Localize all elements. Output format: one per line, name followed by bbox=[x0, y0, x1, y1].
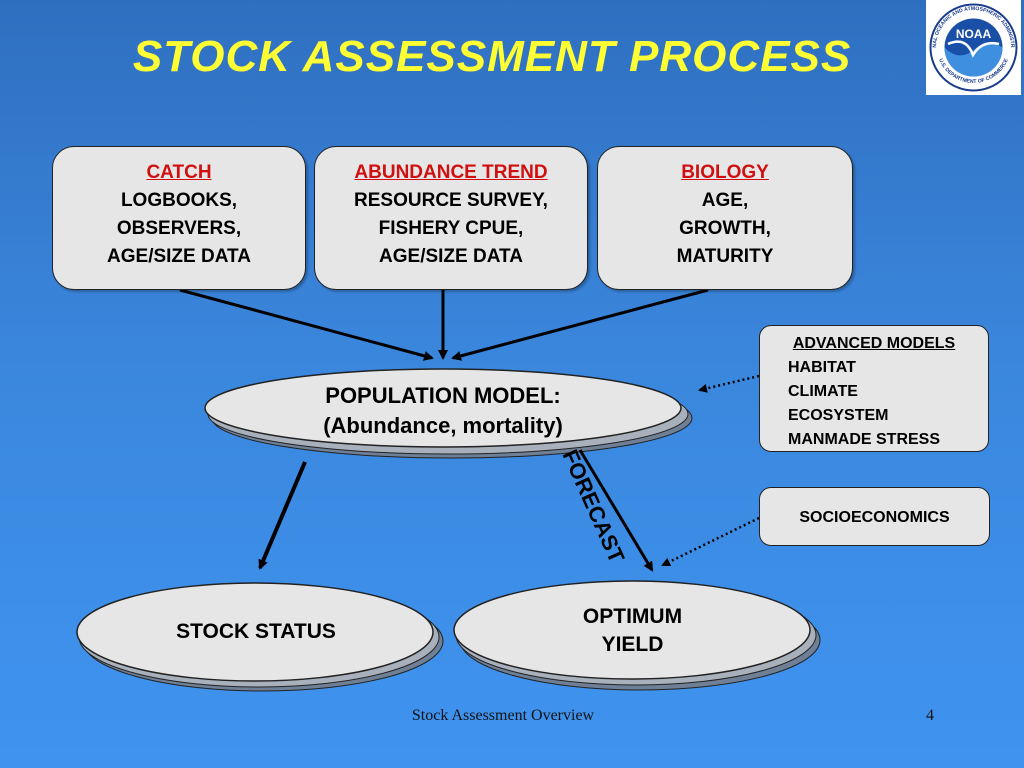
arrow-model-to-status bbox=[258, 461, 307, 570]
stock-status-ellipse bbox=[76, 582, 444, 692]
biology-line: GROWTH, bbox=[679, 218, 771, 239]
arrow-biology-to-model bbox=[451, 288, 709, 361]
page-number: 4 bbox=[926, 707, 934, 724]
abundance-line: RESOURCE SURVEY, bbox=[354, 190, 548, 211]
stock-status-label: STOCK STATUS bbox=[176, 620, 336, 643]
footer-text: Stock Assessment Overview bbox=[411, 707, 595, 724]
advanced-model-item: MANMADE STRESS bbox=[788, 431, 941, 448]
abundance-line: FISHERY CPUE, bbox=[378, 218, 524, 239]
advanced-models-heading: ADVANCED MODELS bbox=[792, 335, 956, 352]
arrow-forecast bbox=[578, 449, 654, 572]
population-model-label: POPULATION MODEL: (Abundance, mortality) bbox=[205, 381, 681, 441]
biology-line: AGE, bbox=[701, 190, 749, 211]
abundance-trend-box: ABUNDANCE TREND RESOURCE SURVEY, FISHERY… bbox=[314, 146, 588, 290]
slide-title: STOCK ASSESSMENT PROCESS bbox=[132, 32, 852, 81]
population-model-ellipse bbox=[204, 368, 693, 459]
forecast-label-container: FORECAST bbox=[550, 446, 650, 586]
dotted-arrow-socio bbox=[661, 516, 760, 567]
optimum-yield-line: YIELD bbox=[601, 633, 664, 656]
biology-heading: BIOLOGY bbox=[681, 162, 769, 183]
abundance-line: AGE/SIZE DATA bbox=[379, 246, 523, 267]
advanced-models-box: ADVANCED MODELS HABITAT CLIMATE ECOSYSTE… bbox=[759, 325, 989, 452]
catch-heading: CATCH bbox=[146, 162, 212, 183]
biology-box: BIOLOGY AGE, GROWTH, MATURITY bbox=[597, 146, 853, 290]
population-model-subtitle: (Abundance, mortality) bbox=[323, 413, 563, 438]
catch-box: CATCH LOGBOOKS, OBSERVERS, AGE/SIZE DATA bbox=[52, 146, 306, 290]
population-model-title: POPULATION MODEL: bbox=[325, 383, 561, 408]
advanced-model-item: CLIMATE bbox=[788, 383, 858, 400]
socioeconomics-box: SOCIOECONOMICS bbox=[759, 487, 990, 546]
optimum-yield-line: OPTIMUM bbox=[582, 605, 683, 628]
optimum-yield-label: OPTIMUM YIELD bbox=[455, 603, 810, 659]
catch-line: OBSERVERS, bbox=[116, 218, 242, 239]
noaa-logo-text: NOAA bbox=[956, 27, 992, 41]
abundance-heading: ABUNDANCE TREND bbox=[354, 162, 548, 183]
forecast-label: FORECAST bbox=[557, 446, 629, 567]
catch-line: LOGBOOKS, bbox=[120, 190, 238, 211]
catch-line: AGE/SIZE DATA bbox=[107, 246, 251, 267]
optimum-yield-ellipse bbox=[453, 580, 821, 691]
biology-line: MATURITY bbox=[676, 246, 774, 267]
advanced-model-item: ECOSYSTEM bbox=[788, 407, 889, 424]
dotted-arrow-advanced bbox=[698, 374, 760, 393]
arrow-catch-to-model bbox=[179, 288, 434, 361]
advanced-model-item: HABITAT bbox=[788, 359, 856, 376]
noaa-logo: NOAA NATIONAL OCEANIC AND ATMOSPHERIC AD… bbox=[926, 0, 1021, 95]
